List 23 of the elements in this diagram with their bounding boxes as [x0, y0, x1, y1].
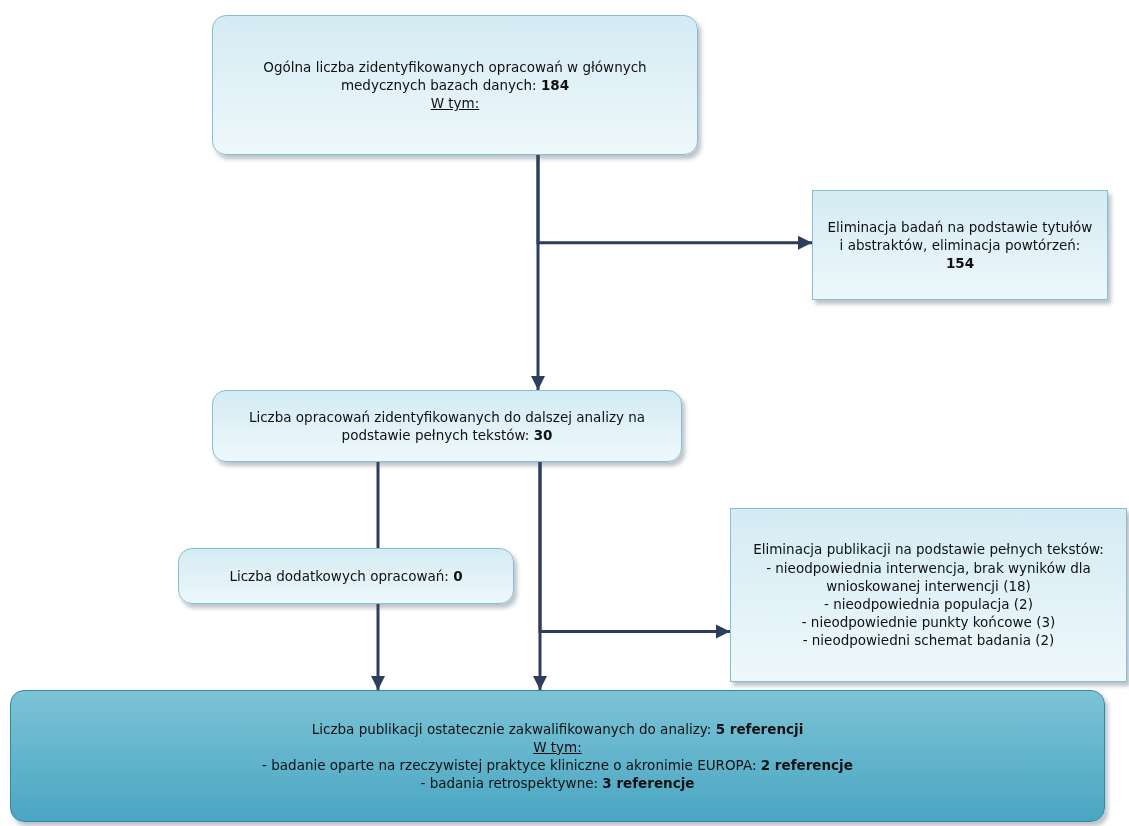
- process-box: [730, 508, 1127, 682]
- box-text: - nieodpowiednia interwencja, brak wyników dla wnioskowanej interwencji (18): [765, 558, 1092, 595]
- box-text: Ogólna liczba zidentyfikowanych opracowań w głównych medycznych bazach danych: 184: [262, 57, 648, 95]
- box-text: Liczba opracowań zidentyfikowanych do dalszej analizy na podstawie pełnych tekstów: 30: [247, 407, 647, 445]
- process-box: [178, 548, 514, 604]
- box-text: - nieodpowiednie punkty końcowe (3): [801, 613, 1056, 632]
- box-text: - badania retrospektywne: 3 referencje: [420, 774, 695, 793]
- arrow: [538, 462, 730, 639]
- box-text: - badanie oparte na rzeczywistej praktyce kliniczne o akronimie EUROPA: 2 referencje: [262, 756, 853, 775]
- box-text: Eliminacja publikacji na podstawie pełnych tekstów:: [753, 540, 1104, 559]
- box-text: Eliminacja badań na podstawie tytułów i abstraktów, eliminacja powtórzeń: 154: [826, 217, 1094, 273]
- process-box: [812, 190, 1108, 300]
- box-text: - nieodpowiednia populacja (2): [824, 595, 1033, 614]
- arrow: [371, 604, 385, 690]
- process-box: [212, 15, 698, 155]
- box-text: - nieodpowiedni schemat badania (2): [802, 631, 1055, 650]
- box-text: Liczba dodatkowych opracowań: 0: [229, 566, 463, 586]
- process-box: [10, 690, 1105, 822]
- arrow: [531, 155, 545, 390]
- box-text: Liczba publikacji ostatecznie zakwalifikowanych do analizy: 5 referencji: [311, 719, 804, 738]
- box-text: W tym:: [430, 94, 480, 113]
- process-box: [212, 390, 682, 462]
- box-text: W tym:: [533, 737, 582, 756]
